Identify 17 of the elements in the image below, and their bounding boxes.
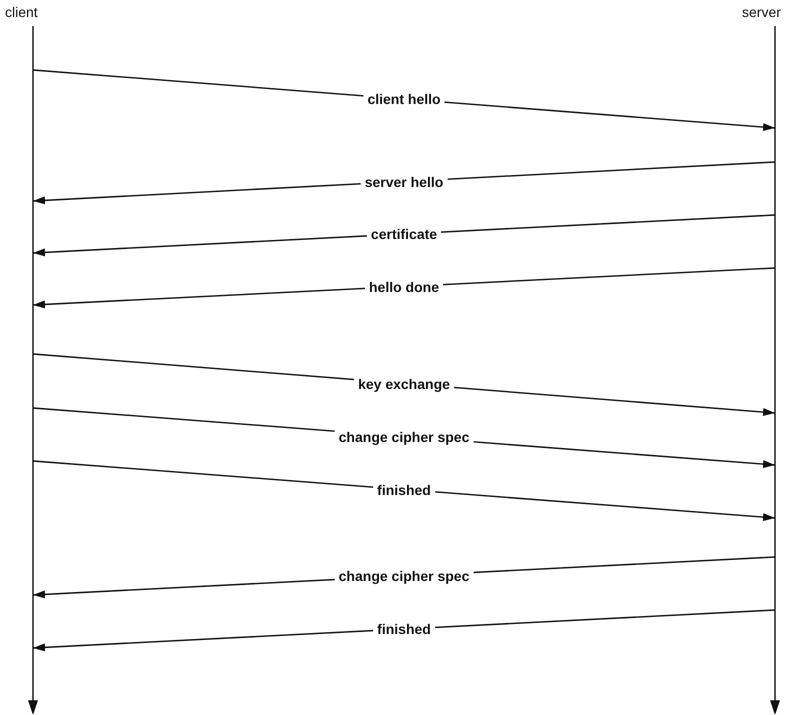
participant-label: client [5, 4, 38, 20]
edge-label: hello done [365, 278, 443, 294]
edge-label: finished [373, 621, 435, 637]
edge-label: server hello [360, 174, 448, 190]
participant-label: server [742, 4, 781, 20]
message-arrow [32, 609, 776, 652]
edge-label: client hello [363, 91, 445, 107]
edge-label: finished [373, 482, 435, 498]
edge-label: certificate [366, 226, 442, 242]
message-arrow [32, 69, 776, 132]
edge-label: change cipher spec [334, 428, 474, 444]
message-arrow [32, 214, 776, 256]
message-arrow [32, 267, 776, 308]
edge-label: key exchange [354, 376, 454, 392]
edge-label: change cipher spec [334, 568, 474, 584]
message-arrow [32, 161, 776, 204]
message-arrow [32, 460, 776, 522]
